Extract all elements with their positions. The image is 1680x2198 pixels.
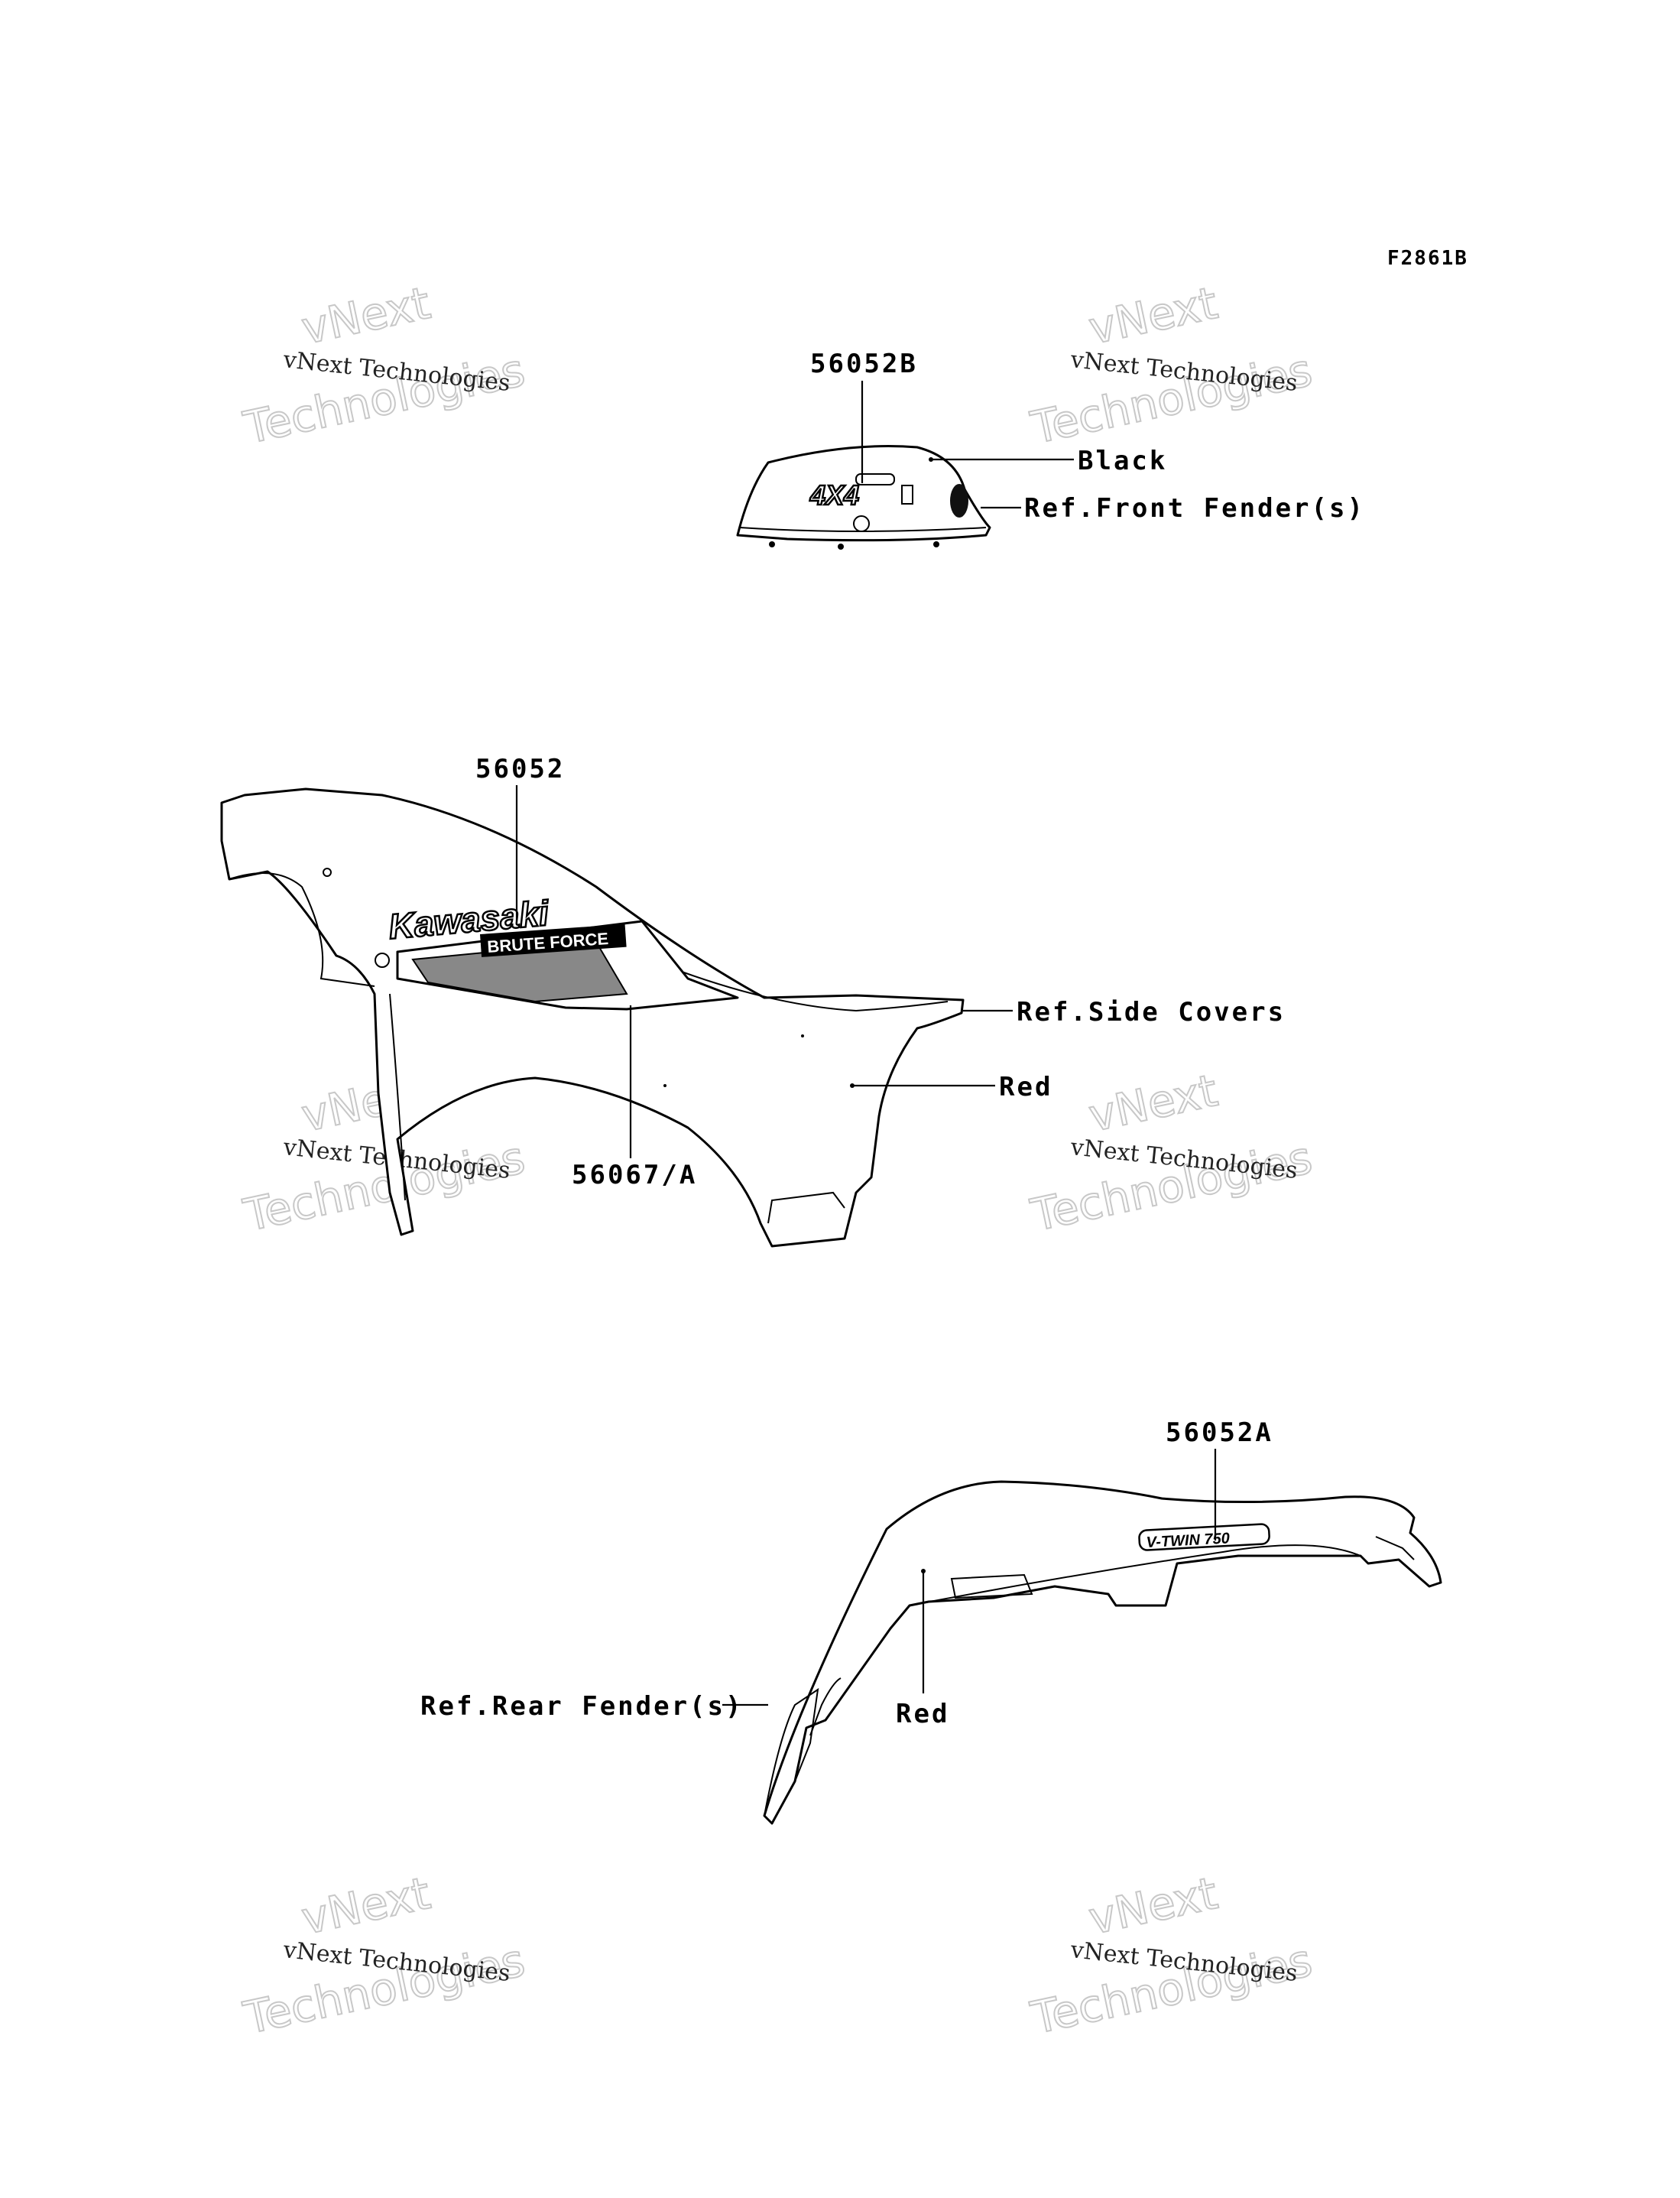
rear-fender-ref-label: Ref.Rear Fender(s) — [420, 1691, 743, 1722]
rear-fender-outer — [763, 1480, 1442, 1825]
watermark-word-1: vNext — [1085, 277, 1222, 355]
front-decal-4x4: 4X4 — [809, 479, 859, 511]
side-decal-model-bg — [480, 924, 627, 957]
side-cover-bottom-bracket — [767, 1191, 845, 1224]
side-cover-inner-edge — [229, 872, 375, 987]
side-cover-top-seam — [649, 959, 949, 1012]
front-decal-tab — [901, 485, 913, 505]
front-fender-tab-left — [769, 541, 775, 547]
figure-code: F2861B — [1387, 247, 1468, 270]
watermark-word-1: vNext — [1085, 1867, 1222, 1945]
watermark-word-1: vNext — [297, 1867, 435, 1945]
watermark-top-left: vNext Technologies vNext Technologies — [238, 276, 530, 455]
rear-fender-mount — [950, 1573, 1033, 1599]
rear-fender-group: V-TWIN 750 56052A Ref.Rear Fender(s) Red — [420, 1417, 1442, 1825]
rear-fender-front-lip — [764, 1687, 819, 1817]
side-cover-outer — [220, 787, 965, 1248]
front-fender-color-dot — [929, 457, 933, 462]
rear-fender-part-number: 56052A — [1166, 1417, 1273, 1448]
front-fender-color-label: Black — [1078, 446, 1167, 476]
front-fender-tab-right — [933, 541, 939, 547]
watermark-word-1: vNext — [1085, 1064, 1222, 1142]
side-cover-part-number-bottom: 56067/A — [572, 1160, 697, 1190]
front-fender-part-number: 56052B — [810, 349, 918, 379]
front-decal-badge — [855, 473, 895, 485]
rear-fender-underside — [909, 1544, 1361, 1606]
front-fender-ref-label: Ref.Front Fender(s) — [1024, 493, 1365, 524]
watermark-bottom-left: vNext Technologies vNext Technologies — [238, 1866, 530, 2045]
watermark-bottom-right: vNext Technologies vNext Technologies — [1026, 1866, 1318, 2045]
front-fender-tab-mid — [838, 544, 844, 550]
side-cover-ref-label: Ref.Side Covers — [1017, 997, 1286, 1028]
side-cover-hole-2 — [375, 953, 390, 968]
front-fender-bolt — [853, 515, 870, 532]
side-cover-group: Kawasaki BRUTE FORCE 56052 56067/A Ref.S… — [220, 754, 1286, 1248]
side-cover-mark-2 — [663, 1084, 666, 1087]
side-cover-front-rib — [389, 993, 406, 1201]
watermark-top-right: vNext Technologies vNext Technologies — [1026, 276, 1318, 455]
rear-fender-color-label: Red — [896, 1699, 949, 1729]
rear-decal-badge — [1138, 1523, 1270, 1551]
side-cover-mark — [801, 1034, 804, 1037]
front-fender-shape — [736, 445, 991, 542]
front-fender-group: 4X4 56052B Black Ref.Front Fender(s) — [736, 349, 1365, 550]
watermark-mid-right: vNext Technologies vNext Technologies — [1026, 1063, 1318, 1242]
side-cover-part-number-top: 56052 — [475, 754, 565, 784]
front-fender-vent — [950, 484, 968, 518]
watermark-word-1: vNext — [297, 277, 435, 355]
side-cover-color-label: Red — [999, 1072, 1052, 1102]
rear-fender-tail-tab — [1375, 1536, 1415, 1560]
side-cover-color-dot — [850, 1083, 855, 1088]
side-cover-hole-1 — [323, 868, 332, 877]
rear-fender-bracket — [809, 1677, 842, 1736]
